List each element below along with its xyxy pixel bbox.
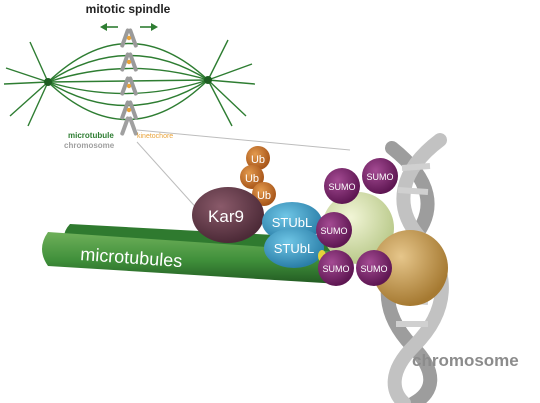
zoom-lines <box>136 129 351 213</box>
sumo-sphere <box>356 250 392 286</box>
metaphase-chromosomes <box>120 28 138 120</box>
kar9-label: Kar9 <box>208 207 244 226</box>
inset-chromosome-label: chromosome <box>64 141 115 150</box>
microtubule-front-rod <box>42 232 346 284</box>
sumo-cluster: SUMO SUMO SUMO SUMO SUMO <box>316 158 398 286</box>
spindle-pole-right <box>204 76 212 84</box>
sumo-sphere <box>362 158 398 194</box>
kar9-protein: Kar9 <box>192 187 264 243</box>
ub-sphere <box>246 146 270 170</box>
stubl-bottom-label: STUbL <box>274 241 314 256</box>
spindle-title: mitotic spindle <box>86 2 171 16</box>
inset-chromosome <box>120 76 138 96</box>
kinetochore-dots <box>126 35 132 113</box>
ub-sphere <box>240 165 264 189</box>
sumo-sphere <box>318 250 354 286</box>
tension-arrows <box>100 23 158 31</box>
sumo-sphere <box>324 168 360 204</box>
sumo-label: SUMO <box>361 264 388 274</box>
ubiquitin-chain: Ub Ub Ub <box>240 146 276 206</box>
inset-chromosome <box>120 28 138 48</box>
sumo-label: SUMO <box>329 182 356 192</box>
spindle-pole-left <box>44 78 52 86</box>
labeled-chromosome <box>120 116 138 136</box>
inset-microtubule-label: microtubule <box>68 131 114 140</box>
inset-kinetochore-label: kinetochore <box>137 133 173 140</box>
microtubules: microtubules <box>42 224 346 284</box>
inset-chromosome <box>120 52 138 72</box>
stubl-top-label: STUbL <box>272 215 312 230</box>
stubl-complex: STUbL STUbL <box>262 202 326 268</box>
mitotic-spindle-inset: mitotic spindle microtubule kinetochore … <box>3 2 351 213</box>
ub-label: Ub <box>251 154 265 166</box>
inset-chromosome <box>120 100 138 120</box>
chromosome-label: chromosome <box>412 351 519 370</box>
stubl-bottom <box>264 228 324 268</box>
gold-sphere <box>372 230 448 306</box>
sumo-label: SUMO <box>367 172 394 182</box>
ub-label: Ub <box>257 190 271 202</box>
sumo-sphere <box>316 212 352 248</box>
sumo-label: SUMO <box>323 264 350 274</box>
sumo-label: SUMO <box>321 226 348 236</box>
ub-label: Ub <box>245 173 259 185</box>
